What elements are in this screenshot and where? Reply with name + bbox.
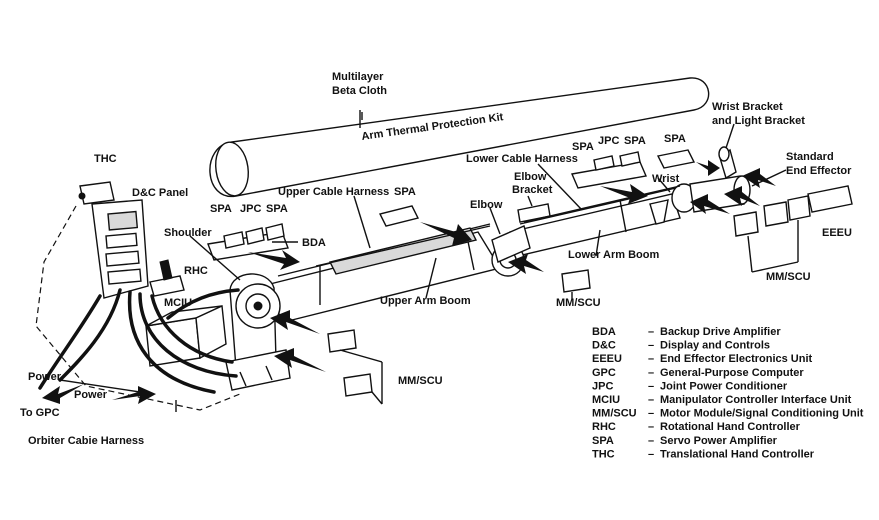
label-rhc: RHC [184,265,208,277]
label-standard-end-effector-line-1: Standard [786,151,834,163]
rhc-unit [149,259,185,297]
legend-abbr: MM/SCU [592,408,637,420]
legend-dash: – [648,326,654,338]
label-standard-end-effector-line-2: End Effector [786,165,852,177]
mmscu-shoulder-boxes [327,329,373,397]
cable-bundle [38,288,240,394]
label-mmscu-elbow: MM/SCU [556,297,601,309]
legend-description: Manipulator Controller Interface Unit [660,394,852,406]
spa-wrist-box [656,149,696,169]
legend-description: Motor Module/Signal Conditioning Unit [660,408,864,420]
label-spa-wrist: SPA [664,133,686,145]
label-spa-upper: SPA [394,186,416,198]
label-orbiter-cable-harness: Orbiter Cabie Harness [28,435,144,447]
spa-jpc-spa-lower-box [571,151,647,189]
legend-dash: – [648,380,654,392]
mmscu-wrist-boxes [733,185,853,237]
aft-station-outline [35,205,241,411]
label-elbow: Elbow [470,199,503,211]
legend-description: Servo Power Amplifier [660,435,778,447]
legend-abbr: RHC [592,421,616,433]
legend-description: Translational Hand Controller [660,448,815,460]
legend-dash: – [648,448,654,460]
legend-description: Joint Power Conditioner [660,380,788,392]
arrows [42,160,776,404]
label-jpc-shoulder: JPC [240,203,261,215]
label-wrist: Wrist [652,173,680,185]
legend-dash: – [648,394,654,406]
label-elbow-bracket-line-2: Bracket [512,184,553,196]
mmscu-elbow-box [561,269,591,293]
legend-dash: – [648,421,654,433]
label-multilayer-line-1: Multilayer [332,71,384,83]
label-thc: THC [94,153,117,165]
lower-cable-harness-line [523,185,681,223]
legend-dash: – [648,435,654,447]
label-jpc-lower: JPC [598,135,619,147]
label-wrist-bracket-line-1: Wrist Bracket [712,101,783,113]
spa-upper-box [378,205,420,227]
legend-description: General-Purpose Computer [660,367,804,379]
label-spa-lower-2: SPA [624,135,646,147]
label-elbow-bracket-line-1: Elbow [514,171,547,183]
label-lower-cable-harness: Lower Cable Harness [466,153,578,165]
spa-jpc-spa-shoulder-box [207,223,289,261]
label-spa-lower-1: SPA [572,141,594,153]
legend-abbr: THC [592,448,615,460]
shoulder-joint [225,273,291,391]
legend-dash: – [648,408,654,420]
legend-description: Backup Drive Amplifier [660,326,781,338]
label-wrist-bracket-line-2: and Light Bracket [712,115,805,127]
label-shoulder: Shoulder [164,227,212,239]
legend-dash: – [648,340,654,352]
thermal-protection-sleeve [209,77,710,197]
legend-description: Rotational Hand Controller [660,421,801,433]
label-lower-arm-boom: Lower Arm Boom [568,249,659,261]
label-bda: BDA [302,237,326,249]
legend-dash: – [648,353,654,365]
legend-abbr: MCIU [592,394,620,406]
lower-arm-boom-shape [509,187,681,257]
legend-dash: – [648,367,654,379]
legend-description: End Effector Electronics Unit [660,353,813,365]
label-eeeu: EEEU [822,227,852,239]
label-upper-cable-harness: Upper Cable Harness [278,186,389,198]
legend-abbr: JPC [592,380,613,392]
legend-abbr: EEEU [592,353,622,365]
label-spa-shoulder-2: SPA [266,203,288,215]
label-mciu: MCIU [164,297,192,309]
label-upper-arm-boom: Upper Arm Boom [380,295,471,307]
label-power-1: Power [28,371,62,383]
label-mmscu-shoulder: MM/SCU [398,375,443,387]
label-spa-shoulder: SPA [210,203,232,215]
label-mmscu-wrist: MM/SCU [766,271,811,283]
label-wrist-bracket: Wrist Bracket and Light Bracket [712,101,805,127]
legend-abbr: SPA [592,435,614,447]
dc-panel-unit [91,199,149,299]
legend-abbr: D&C [592,340,616,352]
label-power-2: Power [74,389,108,401]
label-dc-panel: D&C Panel [132,187,188,199]
mciu-unit [145,304,227,367]
label-to-gpc: To GPC [20,407,60,419]
thc-unit [78,181,115,205]
label-multilayer-line-2: Beta Cloth [332,85,387,97]
legend-abbr: BDA [592,326,616,338]
leader-lines [175,112,799,412]
legend-abbr: GPC [592,367,616,379]
legend-description: Display and Controls [660,340,770,352]
